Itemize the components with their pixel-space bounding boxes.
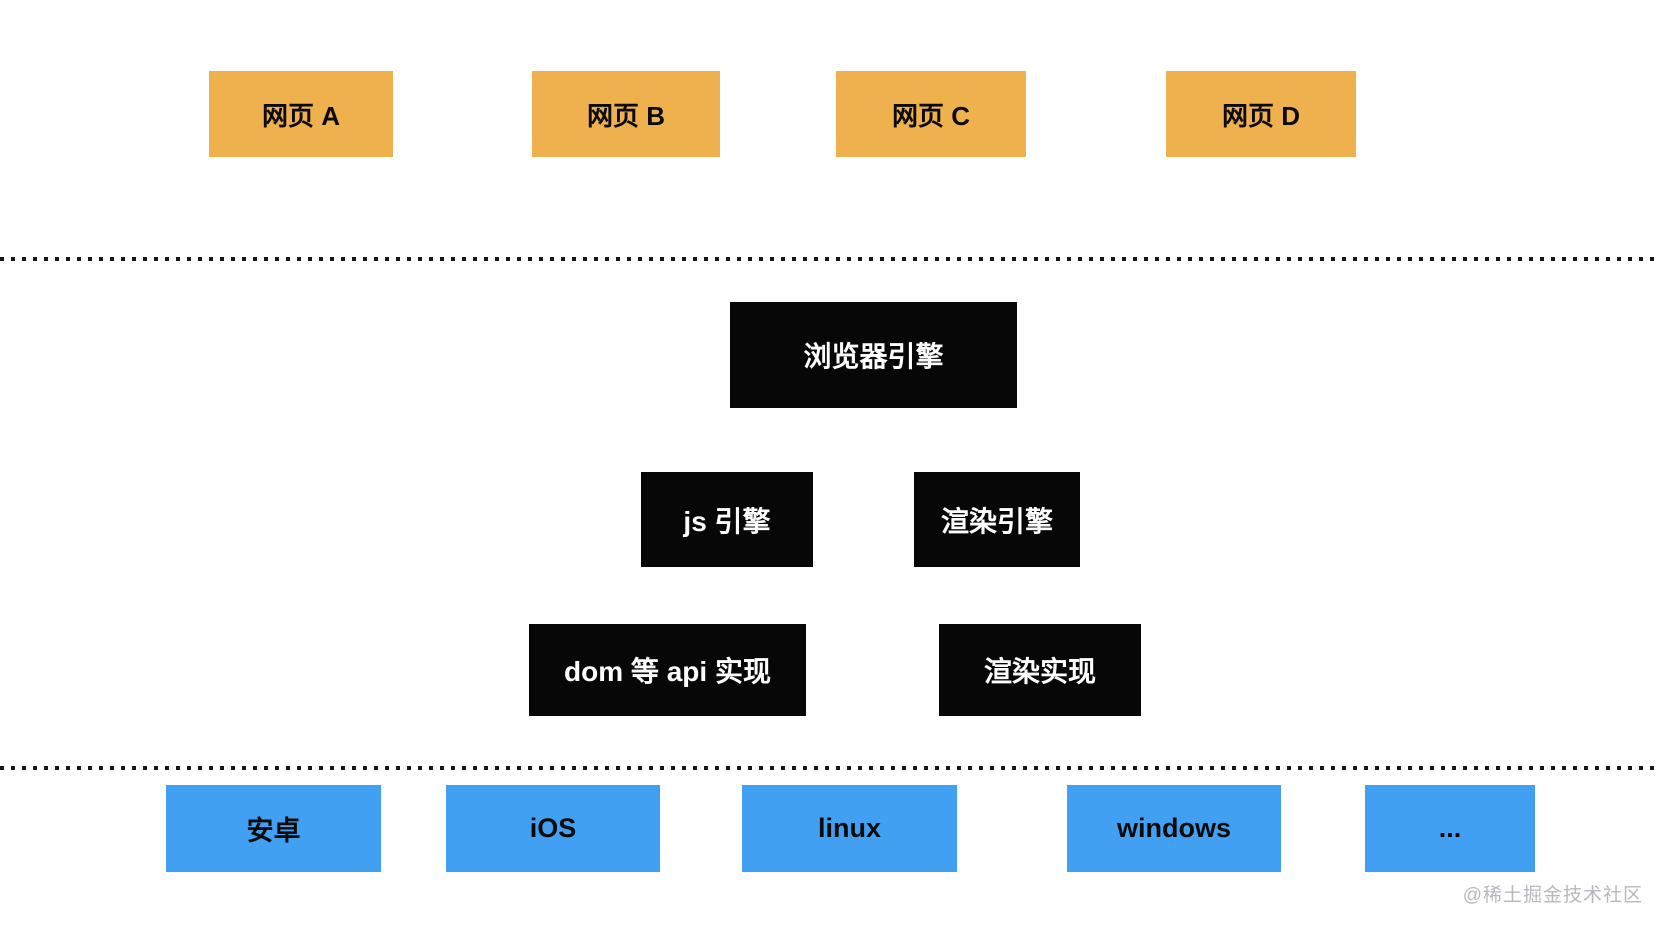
box-render-engine: 渲染引擎	[914, 472, 1080, 567]
box-platform-linux: linux	[742, 785, 957, 872]
box-js-engine: js 引擎	[641, 472, 813, 567]
box-render-implementation: 渲染实现	[939, 624, 1141, 716]
box-platform-more: ...	[1365, 785, 1535, 872]
box-platform-android: 安卓	[166, 785, 381, 872]
box-platform-ios: iOS	[446, 785, 660, 872]
separator-dotted-top	[0, 257, 1656, 261]
watermark: @稀土掘金技术社区	[1462, 885, 1643, 906]
box-browser-engine: 浏览器引擎	[730, 302, 1017, 408]
separator-dotted-bottom	[0, 766, 1656, 770]
box-webpage-a: 网页 A	[209, 71, 393, 157]
box-dom-api-implementation: dom 等 api 实现	[529, 624, 806, 716]
box-platform-windows: windows	[1067, 785, 1281, 872]
box-webpage-d: 网页 D	[1166, 71, 1356, 157]
box-webpage-b: 网页 B	[532, 71, 720, 157]
box-webpage-c: 网页 C	[836, 71, 1026, 157]
